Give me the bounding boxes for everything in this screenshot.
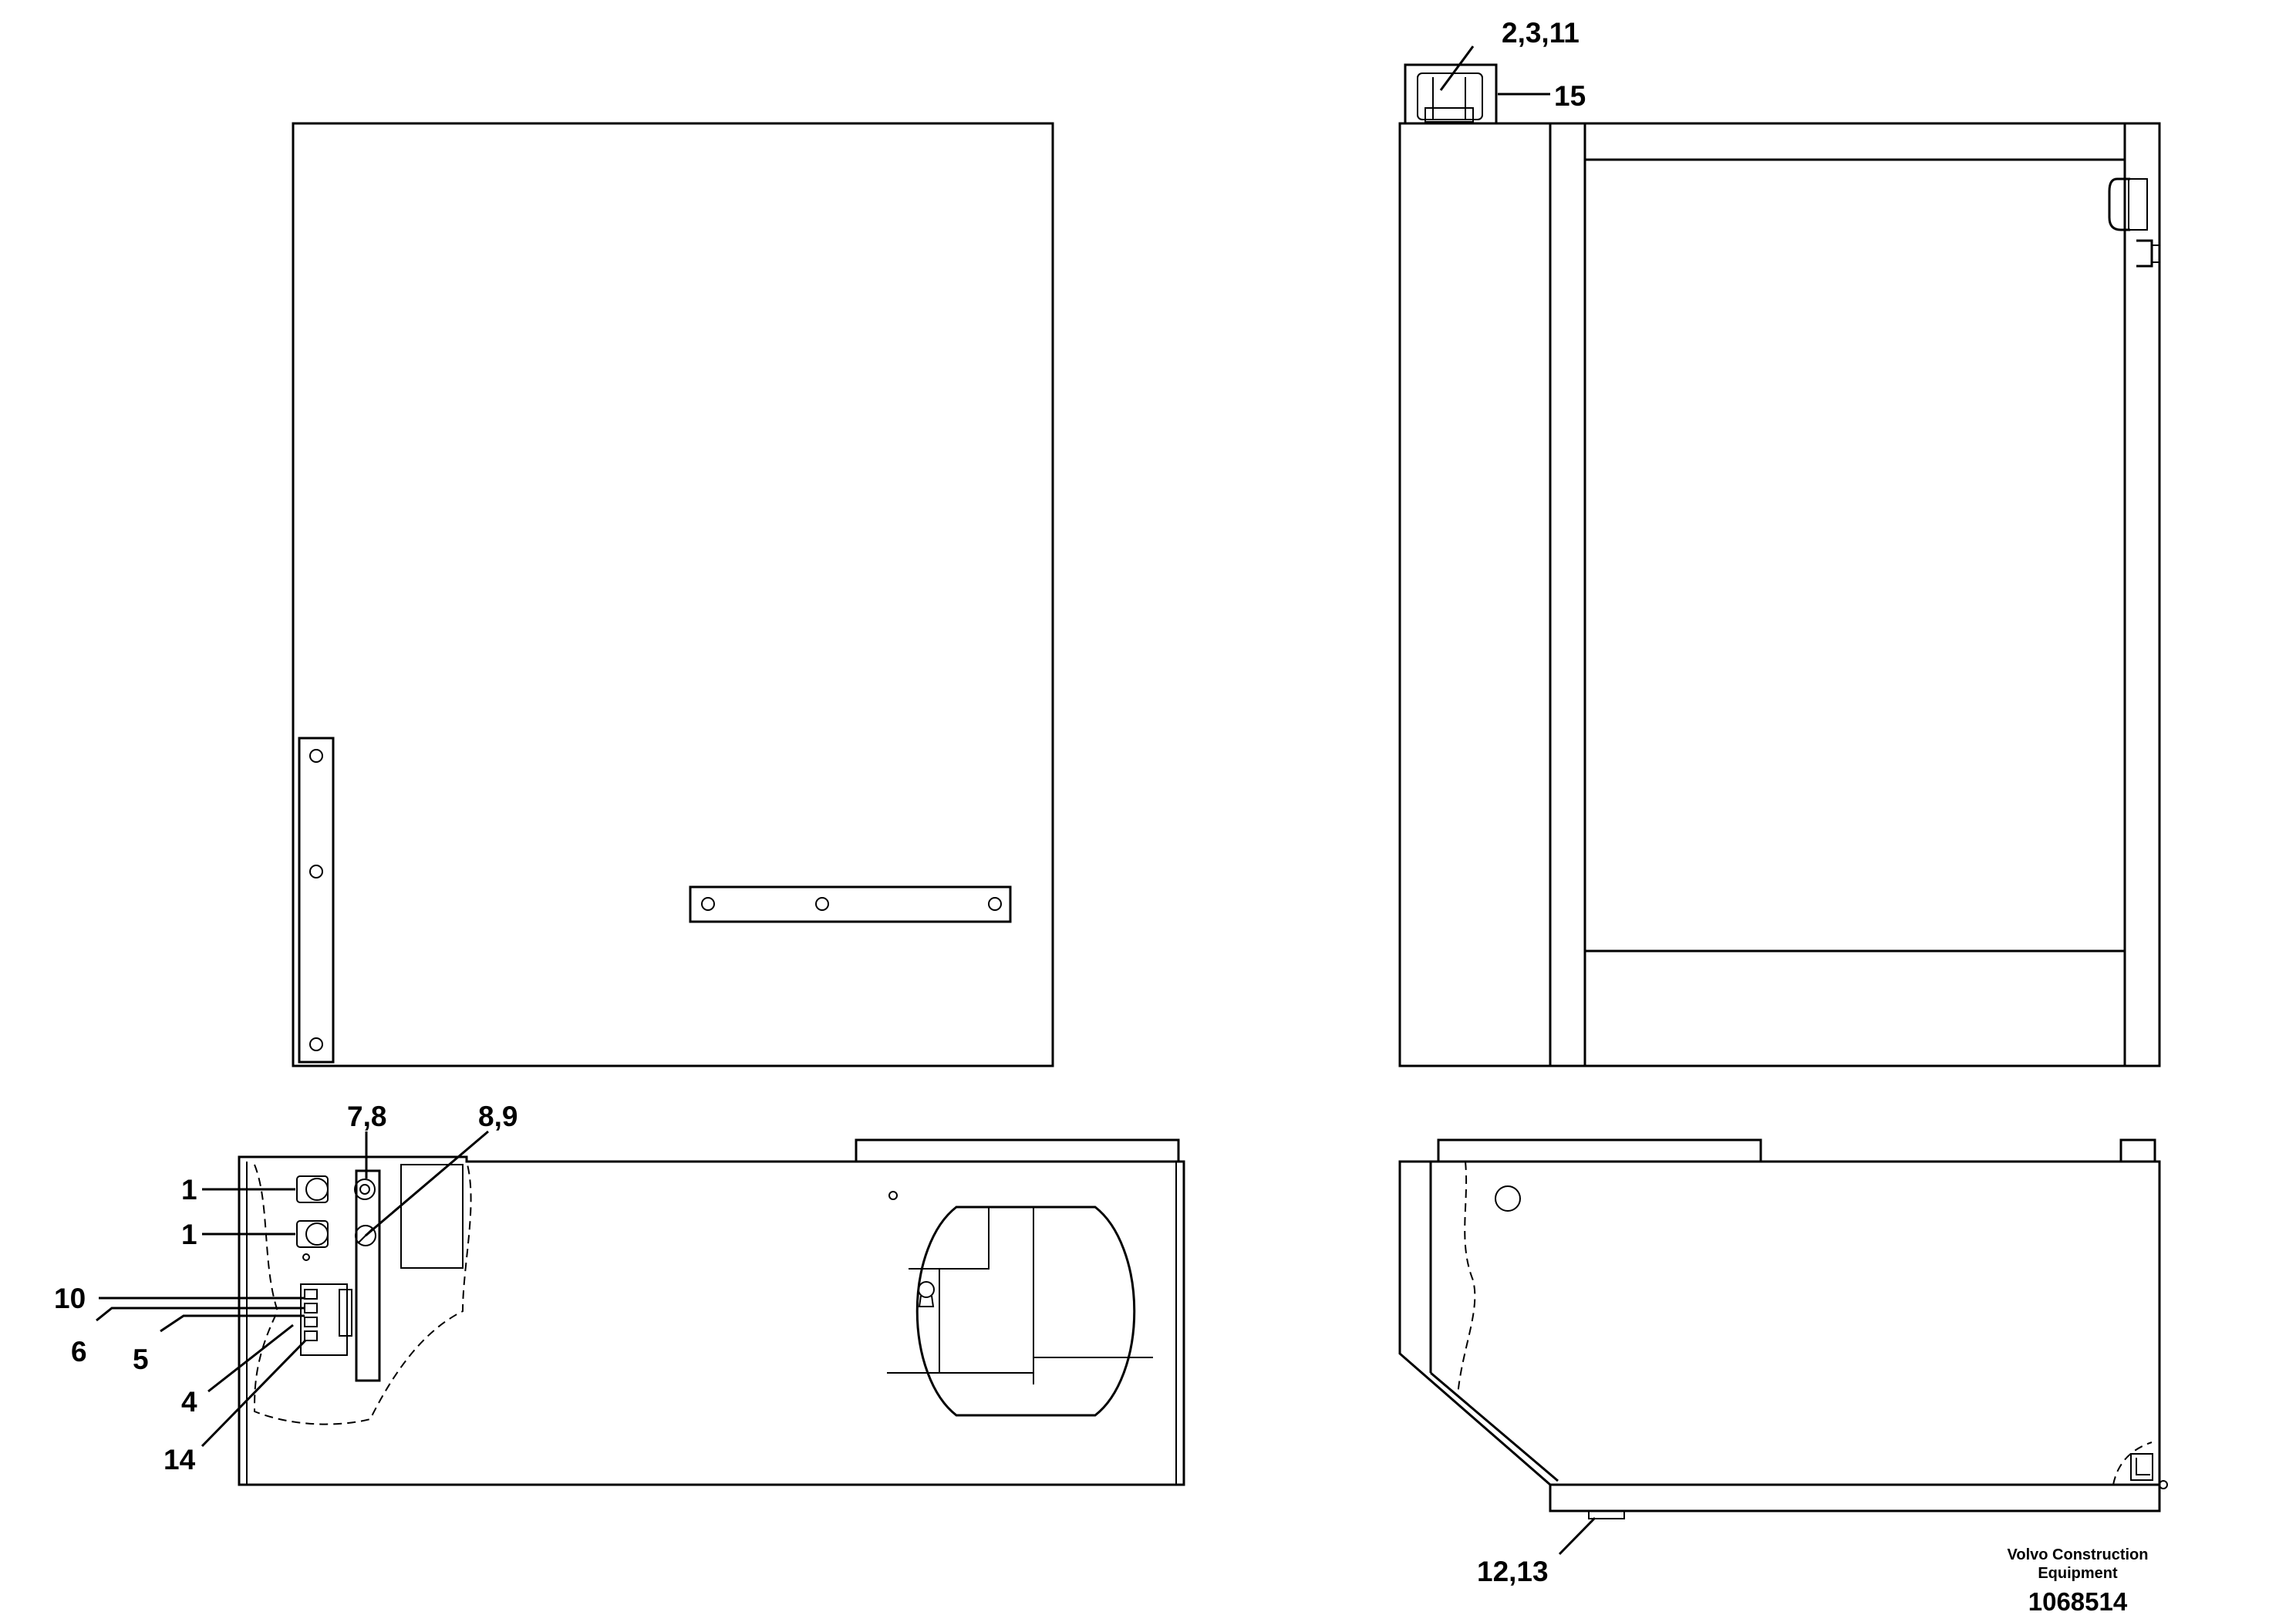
callout-5: 5 (133, 1344, 149, 1375)
terminal-board (300, 1169, 381, 1382)
front-view (292, 122, 1054, 1067)
callout-12-13: 12,13 (1477, 1556, 1549, 1587)
callout-8-9: 8,9 (478, 1101, 518, 1132)
brand-line-2: Equipment (2038, 1565, 2118, 1582)
side-housing (1398, 122, 2161, 1067)
callout-2-3-11: 2,3,11 (1502, 17, 1580, 49)
inspection-window (887, 1206, 1153, 1417)
callout-1-upper: 1 (181, 1174, 197, 1206)
front-panel (292, 122, 1054, 1067)
filler-cap (1404, 63, 1498, 125)
callout-1-lower: 1 (181, 1219, 197, 1250)
brand-line-1: Volvo Construction (2008, 1546, 2149, 1563)
document-number: 1068514 (2028, 1587, 2128, 1616)
grommet-nut (354, 1179, 376, 1200)
side-view (1398, 63, 2161, 1067)
callout-15: 15 (1554, 80, 1586, 112)
bottom-right-view (1398, 1138, 2168, 1556)
vertical-mounting-bracket (298, 737, 335, 1064)
cable-connector-lower (296, 1220, 329, 1261)
horizontal-mounting-bracket (689, 885, 1012, 923)
door-latch (2108, 177, 2160, 268)
callout-7-8: 7,8 (347, 1101, 386, 1132)
callout-14: 14 (164, 1444, 196, 1475)
callout-6: 6 (71, 1336, 87, 1367)
callout-10: 10 (54, 1283, 86, 1314)
cable-connector-upper (296, 1175, 329, 1203)
bottom-left-view (96, 1130, 1185, 1486)
callout-4: 4 (181, 1386, 197, 1418)
